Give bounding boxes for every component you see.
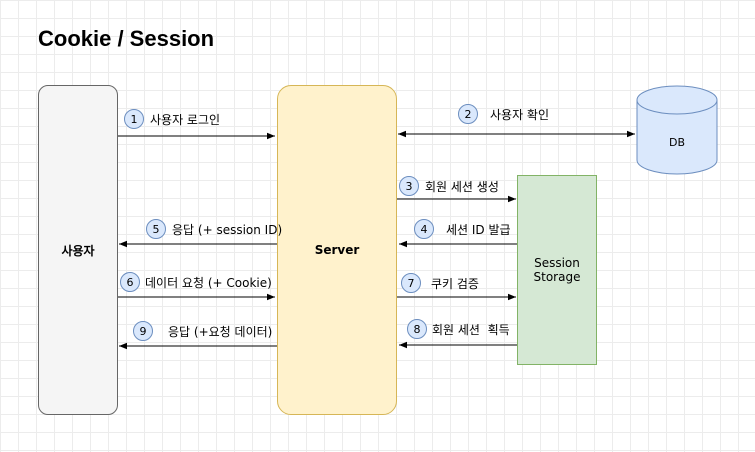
step-badge: 8 xyxy=(407,319,427,339)
step-4-label: 4 세션 ID 발급 xyxy=(414,219,511,239)
step-badge: 1 xyxy=(124,109,144,129)
step-9-label: 9 응답 (+요청 데이터) xyxy=(133,321,272,341)
step-text: 사용자 확인 xyxy=(490,107,550,122)
step-text: 사용자 로그인 xyxy=(150,112,221,127)
db-label: DB xyxy=(668,136,686,149)
user-node-label: 사용자 xyxy=(61,243,95,258)
step-5-label: 5 응답 (+ session ID) xyxy=(146,219,282,239)
server-node-label: Server xyxy=(314,243,360,257)
step-badge: 6 xyxy=(120,272,140,292)
session-storage-label: Session Storage xyxy=(533,256,581,284)
step-text: 응답 (+요청 데이터) xyxy=(168,324,273,339)
step-8-label: 8 회원 세션 획득 xyxy=(407,319,510,339)
session-storage-node: Session Storage xyxy=(517,175,597,365)
step-badge: 4 xyxy=(414,219,434,239)
step-text: 응답 (+ session ID) xyxy=(172,222,283,237)
step-text: 데이터 요청 (+ Cookie) xyxy=(145,275,272,290)
step-text: 쿠키 검증 xyxy=(431,276,479,291)
step-badge: 2 xyxy=(458,104,478,124)
user-node: 사용자 xyxy=(38,85,118,415)
step-2-label: 2 사용자 확인 xyxy=(458,104,549,124)
step-7-label: 7 쿠키 검증 xyxy=(401,273,479,293)
step-badge: 9 xyxy=(133,321,153,341)
step-badge: 7 xyxy=(401,273,421,293)
step-badge: 3 xyxy=(399,176,419,196)
step-3-label: 3 회원 세션 생성 xyxy=(399,176,499,196)
step-badge: 5 xyxy=(146,219,166,239)
db-cylinder xyxy=(636,85,718,175)
step-1-label: 1 사용자 로그인 xyxy=(124,109,220,129)
step-text: 회원 세션 획득 xyxy=(432,322,510,337)
diagram-title: Cookie / Session xyxy=(38,26,215,51)
step-text: 회원 세션 생성 xyxy=(425,179,499,194)
step-6-label: 6 데이터 요청 (+ Cookie) xyxy=(120,272,272,292)
step-text: 세션 ID 발급 xyxy=(446,222,511,237)
server-node: Server xyxy=(277,85,397,415)
